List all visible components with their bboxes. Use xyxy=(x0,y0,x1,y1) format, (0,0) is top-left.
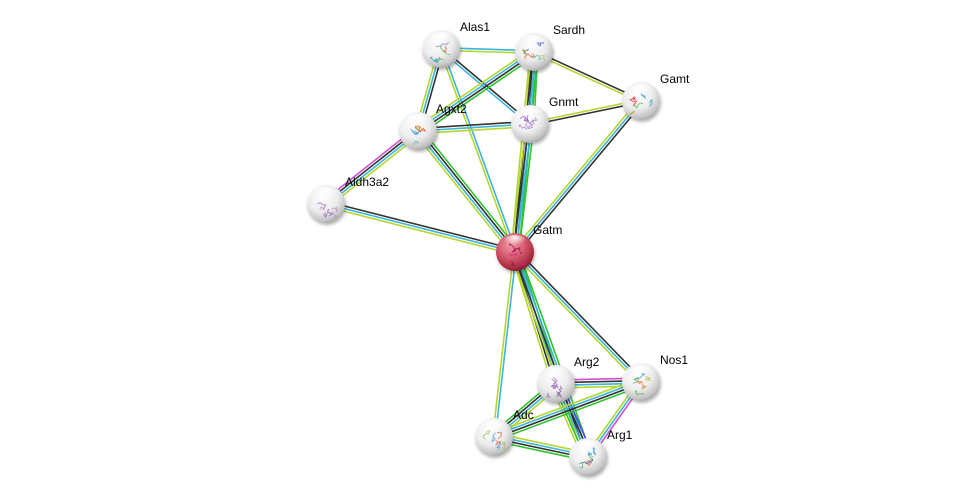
node-gatm[interactable]: Gatm xyxy=(496,223,562,271)
node-highlight xyxy=(482,420,506,434)
node-adc[interactable]: Adc xyxy=(475,408,534,456)
edge-line-neighborhood xyxy=(517,250,593,456)
edge-line-coexpression xyxy=(516,249,644,381)
edge-line-textmining xyxy=(510,123,527,252)
edge-gatm-arg1[interactable] xyxy=(510,250,593,459)
node-highlight xyxy=(544,367,568,381)
edge-line-textmining xyxy=(327,133,421,208)
node-highlight xyxy=(629,84,653,98)
edge-sardh-gamt[interactable] xyxy=(533,50,642,103)
node-sardh[interactable]: Sardh xyxy=(515,23,585,71)
edge-line-coexpression xyxy=(418,129,517,252)
edge-line-textmining xyxy=(512,253,640,385)
edge-line-textmining xyxy=(533,52,641,103)
edge-line-database xyxy=(514,251,642,383)
edge-gamt-gatm[interactable] xyxy=(512,98,644,255)
node-agxt2[interactable]: Agxt2 xyxy=(399,102,467,150)
edges-layer xyxy=(323,46,644,462)
edge-gatm-arg2[interactable] xyxy=(510,250,561,386)
node-highlight xyxy=(503,235,527,249)
edge-line-coexpression xyxy=(534,50,642,101)
edge-gnmt-gatm[interactable] xyxy=(510,123,535,253)
edge-line-textmining xyxy=(510,252,554,386)
node-gamt[interactable]: Gamt xyxy=(622,72,690,120)
edge-line-coexpression xyxy=(516,102,644,255)
edge-line-database xyxy=(514,100,642,253)
edge-gatm-nos1[interactable] xyxy=(512,249,644,385)
edge-line-coexpression xyxy=(418,52,536,133)
edge-alas1-gatm[interactable] xyxy=(439,48,517,253)
node-label: Gatm xyxy=(533,223,562,237)
edge-line-textmining xyxy=(325,205,515,256)
node-label: Alas1 xyxy=(460,20,490,34)
node-label: Agxt2 xyxy=(436,102,467,116)
node-aldh3a2[interactable]: Aldh3a2 xyxy=(307,175,389,223)
edge-line-database xyxy=(515,124,533,253)
edge-line-textmining xyxy=(491,251,515,437)
node-highlight xyxy=(522,35,546,49)
node-label: Arg1 xyxy=(607,428,633,442)
edge-line-database xyxy=(326,131,420,206)
edge-line-coexpression xyxy=(512,123,530,252)
node-highlight xyxy=(629,365,653,379)
node-arg2[interactable]: Arg2 xyxy=(537,355,600,403)
node-highlight xyxy=(576,440,600,454)
edge-line-database xyxy=(441,48,517,252)
edge-line-database xyxy=(325,203,516,253)
edge-line-experiments xyxy=(323,127,417,202)
edge-line-textmining xyxy=(510,253,586,459)
edge-line-coexpression xyxy=(324,129,418,204)
node-label: Gnmt xyxy=(549,95,579,109)
node-highlight xyxy=(314,187,338,201)
edge-line-coexpression xyxy=(494,382,642,439)
node-label: Aldh3a2 xyxy=(345,175,389,189)
protein-structure-icon xyxy=(482,430,506,452)
edge-line-database xyxy=(416,131,515,254)
node-label: Nos1 xyxy=(660,353,688,367)
edge-gatm-adc[interactable] xyxy=(491,251,518,438)
node-label: Arg2 xyxy=(574,355,600,369)
edge-agxt2-aldh3a2[interactable] xyxy=(323,127,421,208)
node-alas1[interactable]: Alas1 xyxy=(422,20,490,68)
protein-structure-icon xyxy=(546,377,563,398)
edge-line-database xyxy=(416,50,534,131)
edge-line-coexpression xyxy=(513,252,588,458)
edge-line-database xyxy=(493,380,641,437)
edge-line-database xyxy=(515,251,590,457)
edge-line-textmining xyxy=(439,49,515,253)
edge-line-textmining xyxy=(492,377,640,435)
edge-line-neighborhood xyxy=(518,124,535,253)
edge-line-textmining xyxy=(414,132,513,255)
edge-aldh3a2-gatm[interactable] xyxy=(325,200,516,256)
node-gnmt[interactable]: Gnmt xyxy=(511,95,579,143)
edge-line-neighborhood xyxy=(419,54,537,135)
protein-structure-icon xyxy=(317,201,338,218)
node-highlight xyxy=(406,114,430,128)
edge-sardh-agxt2[interactable] xyxy=(415,48,537,135)
node-arg1[interactable]: Arg1 xyxy=(569,428,633,476)
edge-line-neighborhood xyxy=(495,384,643,442)
node-label: Sardh xyxy=(553,23,585,37)
node-highlight xyxy=(429,32,453,46)
edge-line-neighborhood xyxy=(420,128,519,251)
edge-line-coexpression xyxy=(326,200,516,251)
edge-agxt2-gatm[interactable] xyxy=(414,128,519,255)
edge-line-textmining xyxy=(512,98,640,251)
node-label: Adc xyxy=(513,408,534,422)
node-nos1[interactable]: Nos1 xyxy=(622,353,688,401)
node-label: Gamt xyxy=(660,72,690,86)
node-highlight xyxy=(518,107,542,121)
edge-nos1-adc[interactable] xyxy=(492,377,643,442)
edge-line-database xyxy=(494,252,518,438)
edge-line-textmining xyxy=(415,48,533,129)
